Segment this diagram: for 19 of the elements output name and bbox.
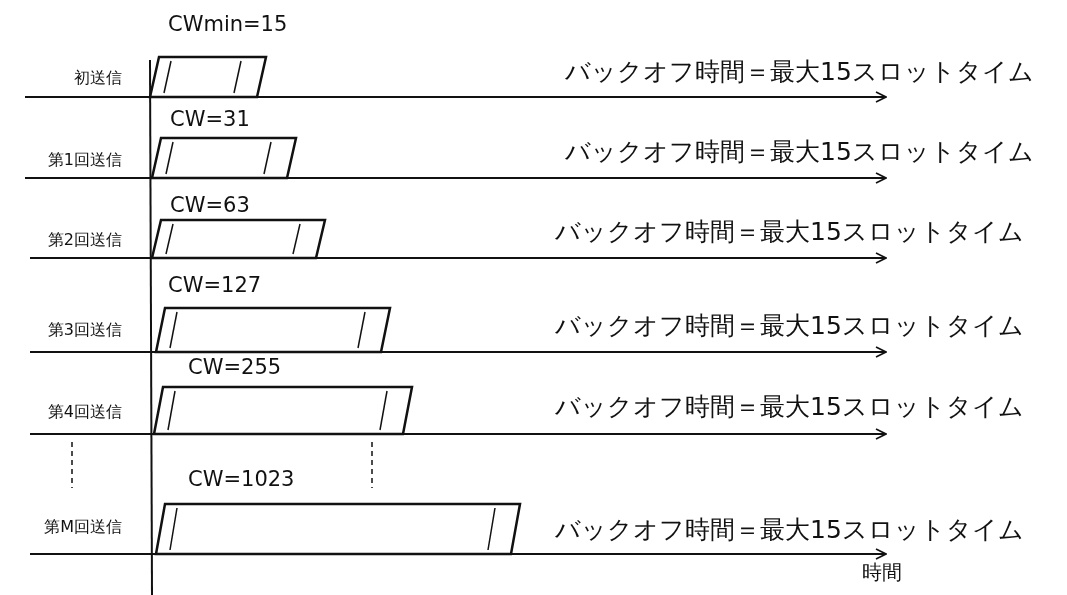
transmission-label: 第M回送信 — [44, 519, 122, 535]
backoff-label: バックオフ時間＝最大15スロットタイム — [565, 58, 1034, 84]
axis-label: 時間 — [862, 562, 902, 582]
window-size-label: CW=255 — [188, 356, 282, 378]
backoff-label: バックオフ時間＝最大15スロットタイム — [565, 138, 1034, 164]
backoff-label: バックオフ時間＝最大15スロットタイム — [555, 312, 1024, 338]
transmission-label: 初送信 — [74, 70, 122, 86]
window-size-label: CW=127 — [168, 274, 262, 296]
transmission-label: 第3回送信 — [47, 322, 122, 338]
transmission-label: 第4回送信 — [47, 404, 122, 420]
backoff-label: バックオフ時間＝最大15スロットタイム — [555, 218, 1024, 244]
backoff-label: バックオフ時間＝最大15スロットタイム — [555, 393, 1024, 419]
backoff-label: バックオフ時間＝最大15スロットタイム — [555, 516, 1024, 542]
window-size-label: CW=1023 — [188, 468, 295, 490]
transmission-label: 第2回送信 — [47, 232, 122, 248]
transmission-label: 第1回送信 — [47, 152, 122, 168]
window-size-label: CW=31 — [170, 108, 250, 130]
window-size-label: CWmin=15 — [168, 13, 288, 35]
window-size-label: CW=63 — [170, 194, 250, 216]
